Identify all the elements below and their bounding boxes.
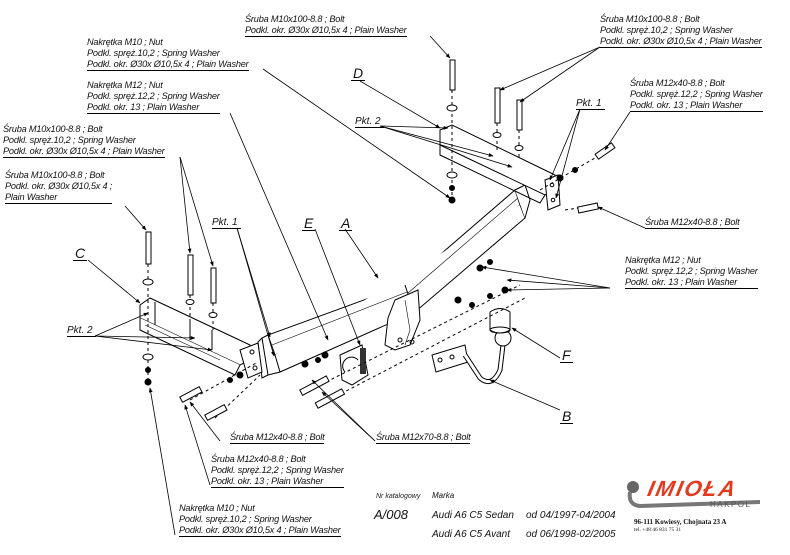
catalog-number-header: Nr katalogowy	[376, 493, 421, 500]
callout-nut-m12-top: Nakrętka M12 ; Nut Podkl. spręż.12,2 ; S…	[87, 80, 220, 114]
callout-top-right-bolt: Śruba M10x100-8.8 ; Bolt Podkl. spręż.10…	[600, 14, 762, 48]
point-2-left: Pkt. 2	[67, 325, 96, 337]
horizontal-bolts	[179, 142, 616, 422]
bracket-c	[139, 297, 263, 379]
callout-bolt-m12-right-full: Śruba M12x40-8.8 ; Bolt Podkl. spręż.12,…	[630, 78, 763, 112]
callout-left-bolt-plain: Śruba M10x100-8.8 ; Bolt Podkl. okr. Ø30…	[5, 170, 113, 204]
model-period: od 04/1997-04/2004	[526, 510, 616, 521]
nuts-washers	[227, 167, 578, 383]
tow-ball-b	[431, 329, 512, 385]
callout-nut-m10-bottom: Nakrętka M10 ; Nut Podkl. spręż.10,2 ; S…	[179, 503, 341, 537]
callout-nut-m10-top: Nakrętka M10 ; Nut Podkl. spręż.10,2 ; S…	[87, 37, 249, 71]
ball-cap-f	[489, 308, 511, 334]
imiola-logo-mark	[627, 481, 761, 509]
company-logo: IMIOŁA	[645, 476, 740, 501]
callout-bolt-m12x40-bottom: Śruba M12x40-8.8 ; Bolt	[230, 432, 325, 444]
point-2-right: Pkt. 2	[355, 116, 384, 128]
part-letter-f: F	[560, 347, 573, 363]
company-address: 96-111 Kowiesy, Chojnata 23 A	[634, 518, 727, 526]
part-letter-b: B	[560, 408, 574, 424]
model-name: Audi A6 C5 Avant	[432, 529, 511, 540]
part-letter-c: C	[73, 245, 88, 261]
part-letter-d: D	[351, 65, 366, 81]
drop-plate	[384, 289, 421, 351]
point-1-left: Pkt. 1	[212, 217, 241, 229]
model-name: Audi A6 C5 Sedan	[432, 510, 514, 521]
assembly-axes	[189, 154, 601, 419]
vertical-bolts	[142, 59, 524, 386]
callout-bolt-m12-right: Śruba M12x40-8.8 ; Bolt	[645, 217, 740, 229]
leader-lines	[87, 35, 646, 536]
socket-plate-e	[339, 344, 369, 386]
callout-bolt-m12x70-bottom: Śruba M12x70-8.8 ; Bolt	[376, 432, 471, 444]
part-letter-e: E	[302, 215, 316, 231]
model-period: od 06/1998-02/2005	[526, 529, 616, 540]
point-1-right: Pkt. 1	[576, 98, 605, 110]
company-sub-brand: HAKPOL	[710, 500, 752, 509]
make-header: Marka	[432, 491, 455, 500]
bracket-d	[439, 124, 561, 211]
company-phone: tel. +48 46 831 75 31	[634, 527, 682, 533]
callout-top-center-bolt: Śruba M10x100-8.8 ; Bolt Podkl. okr. Ø30…	[245, 14, 407, 37]
catalog-number: A/008	[374, 507, 408, 522]
callout-bolt-m12-bottom-full: Śruba M12x40-8.8 ; Bolt Podkl. spręż.12,…	[211, 454, 344, 488]
part-letter-a: A	[339, 215, 353, 231]
callout-left-bolt-full: Śruba M10x100-8.8 ; Bolt Podkl. spręż.10…	[3, 124, 165, 158]
callout-nut-m12-right: Nakrętka M12 ; Nut Podkl. spręż.12,2 ; S…	[625, 255, 758, 289]
